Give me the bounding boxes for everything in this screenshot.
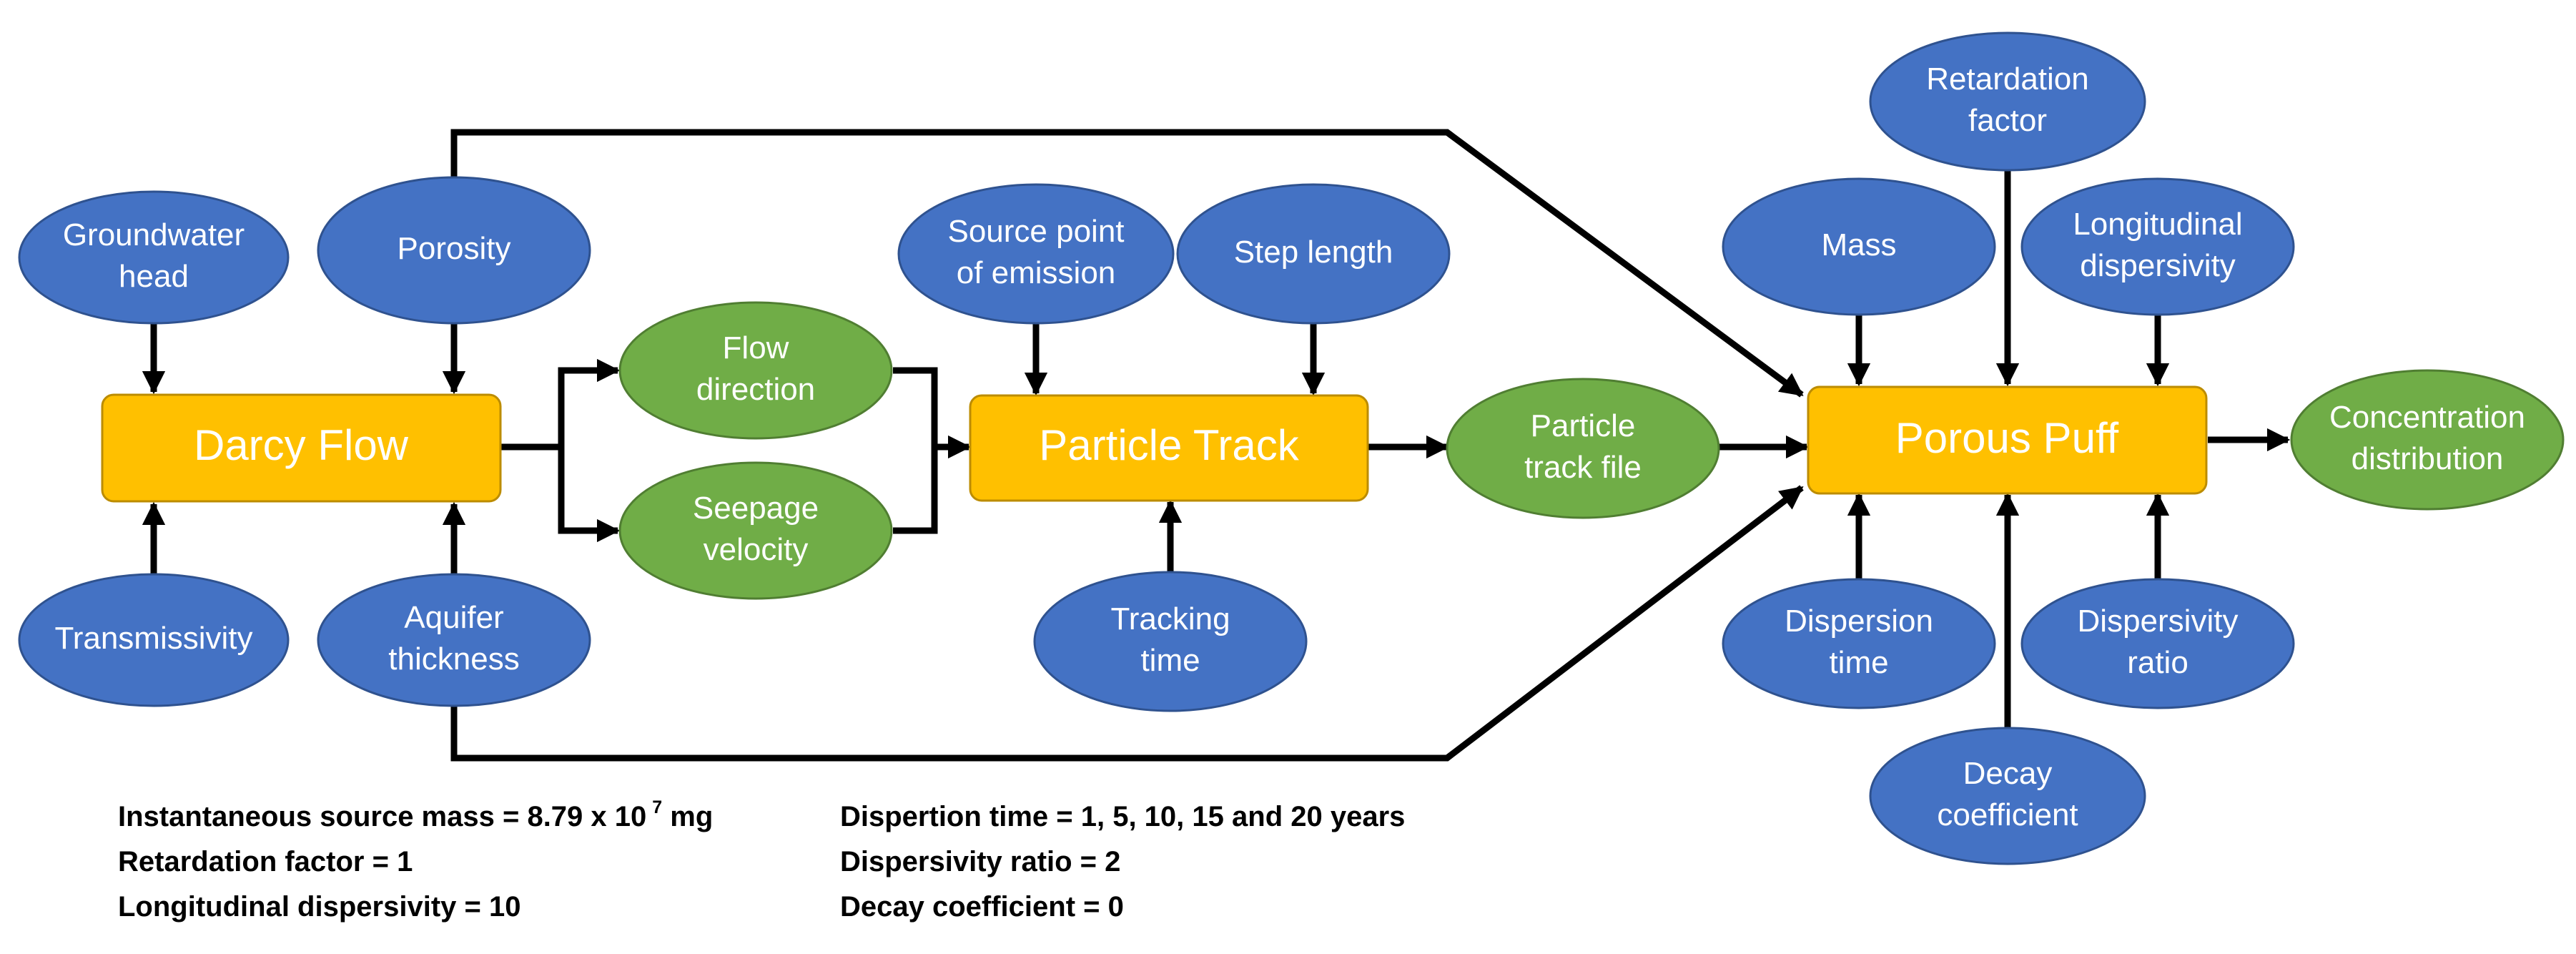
note-dispersivity-ratio: Dispersivity ratio = 2 [840,846,1120,877]
node-porosity-label: Porosity [398,231,511,266]
node-step-length-label: Step length [1234,235,1393,270]
node-dispersion-time-label: Dispersion time [1785,604,1933,680]
node-label-line: Porous Puff [1895,414,2119,462]
node-label-line: Darcy Flow [194,421,409,469]
node-particle-track-file-label: Particle track file [1524,408,1642,485]
node-porous-puff: Porous Puff [1807,385,2208,495]
node-tracking-time-label: Tracking time [1110,601,1230,678]
node-particle-track-label: Particle Track [1039,421,1299,469]
node-label-line: Aquifer [404,600,503,635]
node-dispersivity-ratio: Dispersivity ratio [2020,578,2295,709]
node-label-line: velocity [704,532,809,567]
node-aquifer-thickness: Aquifer thickness [317,573,591,707]
node-label-line: Groundwater [63,217,245,252]
node-particle-track: Particle Track [969,394,1369,502]
node-label-line: Dispersivity [2078,604,2239,639]
edge-flow-direction-to-particle-track [893,367,972,459]
node-darcy-flow: Darcy Flow [101,393,502,503]
node-seepage-velocity: Seepage velocity [618,461,893,600]
node-label-line: Decay [1963,756,2053,791]
node-tracking-time: Tracking time [1033,571,1308,712]
node-mass: Mass [1722,177,1996,316]
node-darcy-flow-label: Darcy Flow [194,421,409,469]
node-source-point: Source point of emission [897,183,1175,325]
node-label-line: Mass [1821,227,1896,262]
note-longitudinal-dispersivity: Longitudinal dispersivity = 10 [118,891,520,923]
node-mass-label: Mass [1821,227,1896,262]
node-groundwater-head-label: Groundwater head [63,217,245,294]
node-label-line: Tracking [1110,601,1230,636]
node-label-line: thickness [388,641,519,677]
note-dispersion-time: Dispertion time = 1, 5, 10, 15 and 20 ye… [840,801,1405,832]
node-transmissivity-label: Transmissivity [54,621,252,656]
node-transmissivity: Transmissivity [18,573,290,707]
node-label-line: Seepage [693,491,819,526]
node-label-line: Concentration [2329,400,2525,435]
node-label-line: factor [1968,103,2047,138]
node-source-point-label: Source point of emission [947,214,1124,290]
node-label-line: Longitudinal [2073,207,2242,242]
node-dispersion-time: Dispersion time [1722,578,1996,709]
node-label-line: of emission [957,255,1116,290]
node-label-line: track file [1524,450,1642,485]
node-label-line: time [1140,643,1200,678]
edge-porosity-to-porous-puff [450,129,1804,398]
node-label-line: Porosity [398,231,511,266]
node-label-line: coefficient [1937,797,2078,832]
node-label-line: direction [696,372,815,407]
node-label-line: Particle Track [1039,421,1299,469]
node-longitudinal-dispersivity: Longitudinal dispersivity [2020,177,2295,316]
node-label-line: Flow [723,330,789,365]
node-label-line: distribution [2352,441,2504,476]
node-label-line: Dispersion [1785,604,1933,639]
node-concentration-distribution: Concentration distribution [2290,369,2565,511]
edge-seepage-velocity-to-particle-track [893,447,938,534]
node-porous-puff-label: Porous Puff [1895,414,2119,462]
node-step-length: Step length [1176,183,1451,325]
node-label-line: Source point [947,214,1124,249]
node-retardation-factor: Retardation factor [1869,31,2146,172]
node-label-line: time [1829,645,1888,680]
node-label-line: ratio [2127,645,2188,680]
node-seepage-velocity-label: Seepage velocity [693,491,819,567]
node-flow-direction: Flow direction [618,301,893,440]
node-particle-track-file: Particle track file [1446,378,1720,519]
edge-darcy-flow-to-seepage-velocity [558,447,621,543]
node-label-line: Retardation [1926,62,2088,97]
note-retardation-factor: Retardation factor = 1 [118,846,413,877]
node-concentration-distribution-label: Concentration distribution [2329,400,2525,476]
edge-aquifer-thickness-to-porous-puff [450,485,1804,762]
node-flow-direction-label: Flow direction [696,330,815,407]
edges [142,129,2291,762]
note-decay-coefficient: Decay coefficient = 0 [840,891,1124,923]
node-aquifer-thickness-label: Aquifer thickness [388,600,519,677]
node-groundwater-head: Groundwater head [18,190,290,325]
node-label-line: head [119,259,189,294]
node-longitudinal-dispersivity-label: Longitudinal dispersivity [2073,207,2242,283]
node-porosity: Porosity [317,176,591,325]
edge-darcy-flow-to-flow-direction [558,358,621,447]
node-decay-coefficient: Decay coefficient [1869,727,2146,865]
node-retardation-factor-label: Retardation factor [1926,62,2088,138]
node-dispersivity-ratio-label: Dispersivity ratio [2078,604,2239,680]
node-label-line: Step length [1234,235,1393,270]
node-label-line: Transmissivity [54,621,252,656]
node-decay-coefficient-label: Decay coefficient [1937,756,2078,832]
node-label-line: Particle [1531,408,1636,443]
node-label-line: dispersivity [2080,248,2236,283]
